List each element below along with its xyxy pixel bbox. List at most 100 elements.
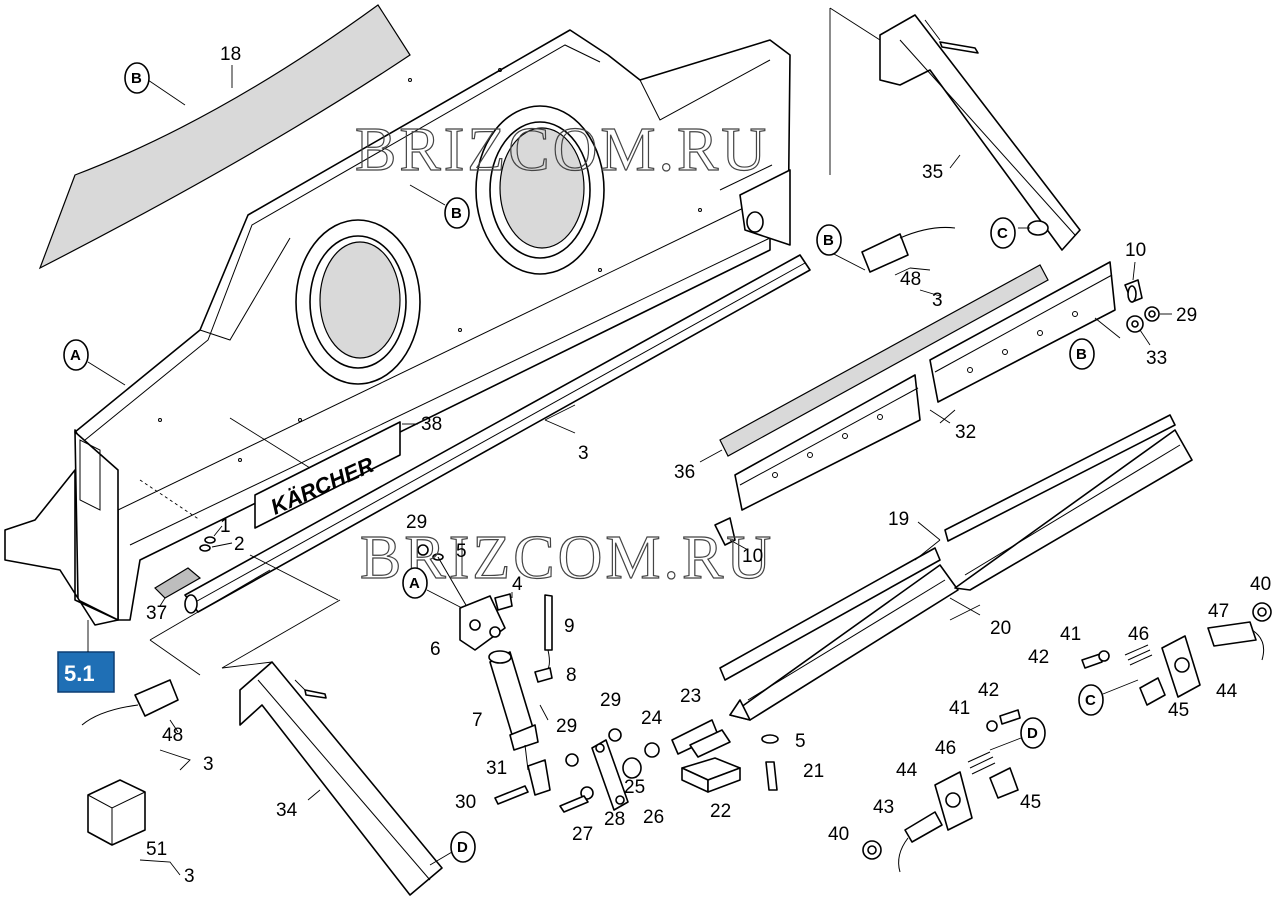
callout-d-leg-text: D	[457, 839, 468, 856]
label-29-lower-b: 29	[556, 716, 577, 737]
label-31: 31	[486, 758, 507, 779]
label-30: 30	[455, 792, 476, 813]
label-45-lower: 45	[1020, 792, 1041, 813]
label-48-lower: 48	[162, 725, 183, 746]
label-27: 27	[572, 824, 593, 845]
label-29-lower-a: 29	[600, 690, 621, 711]
callout-a-mech: A	[402, 567, 463, 609]
label-24: 24	[641, 708, 663, 729]
part-linkage-mechanism	[417, 544, 779, 813]
label-19: 19	[888, 509, 909, 530]
label-10-mid: 10	[742, 546, 763, 567]
label-33: 33	[1146, 348, 1167, 369]
label-4: 4	[512, 574, 523, 595]
label-42-right: 42	[1028, 647, 1049, 668]
part-18-seal-strip	[38, 4, 411, 270]
part-10-29-33-fittings	[1094, 261, 1172, 346]
label-41-right: 41	[1060, 624, 1081, 645]
label-35: 35	[922, 162, 943, 183]
label-26: 26	[643, 807, 664, 828]
label-32: 32	[955, 422, 976, 443]
label-1: 1	[220, 516, 231, 537]
label-9: 9	[564, 616, 575, 637]
label-18: 18	[220, 44, 241, 65]
callout-c-lower: C	[1078, 679, 1139, 716]
callout-b-top: B	[124, 62, 150, 94]
label-40-right: 40	[1250, 574, 1271, 595]
label-3-box: 3	[184, 866, 195, 887]
label-43: 43	[873, 797, 894, 818]
label-46-lower: 46	[935, 738, 956, 759]
label-leaders	[139, 289, 941, 876]
part-51-box	[87, 779, 146, 846]
label-3-lower: 3	[203, 754, 214, 775]
label-10-top: 10	[1125, 240, 1146, 261]
part-number-labels: 18 35 10 29 33 48 3 38 3 32 36 1 2 29 5 …	[146, 44, 1271, 887]
label-36: 36	[674, 462, 695, 483]
label-3-top: 3	[932, 290, 943, 311]
part-35-leg	[829, 7, 1081, 251]
callout-b-rail: B	[816, 224, 842, 256]
label-28: 28	[604, 809, 625, 830]
callout-a-left-text: A	[70, 347, 81, 364]
part-d-side-assembly	[862, 709, 1021, 873]
label-2: 2	[234, 534, 245, 555]
callout-b-right: B	[1069, 338, 1095, 370]
label-29-top: 29	[1176, 305, 1197, 326]
callout-c-upper-text: C	[997, 225, 1008, 242]
label-21: 21	[803, 761, 824, 782]
label-20: 20	[990, 618, 1011, 639]
callout-a-mech-text: A	[409, 575, 420, 592]
part-36-rubber-lip	[699, 264, 1049, 463]
label-34: 34	[276, 800, 298, 821]
label-5-mech: 5	[456, 541, 467, 562]
section-badge: 5.1	[57, 620, 115, 693]
label-45-right: 45	[1168, 700, 1189, 721]
part-1-2-screws	[199, 525, 233, 552]
part-19-20-squeegee-blades	[714, 414, 1193, 721]
label-3-rail: 3	[578, 443, 589, 464]
label-41-lower: 41	[949, 698, 970, 719]
callout-b-mid-text: B	[451, 205, 462, 222]
label-23: 23	[680, 686, 701, 707]
label-48-top: 48	[900, 269, 921, 290]
watermark-bottom: BRIZCOM.RU	[360, 524, 774, 592]
label-47: 47	[1208, 601, 1229, 622]
label-7: 7	[472, 710, 483, 731]
callout-b-rail-text: B	[823, 232, 834, 249]
label-51: 51	[146, 839, 167, 860]
section-badge-text: 5.1	[64, 661, 95, 686]
part-front-rail	[184, 254, 811, 614]
label-25: 25	[624, 777, 645, 798]
callout-c-upper: C	[990, 217, 1016, 249]
label-44-lower: 44	[896, 760, 918, 781]
callout-b-top-text: B	[131, 70, 142, 87]
label-6: 6	[430, 639, 441, 660]
label-8: 8	[566, 665, 577, 686]
label-46-right: 46	[1128, 624, 1149, 645]
watermark-top: BRIZCOM.RU	[355, 116, 769, 184]
part-32-blade-holders	[734, 261, 1116, 511]
label-29-mech: 29	[406, 512, 427, 533]
label-44-right: 44	[1216, 681, 1238, 702]
callout-a-left: A	[63, 339, 126, 386]
part-c-side-assembly	[1081, 602, 1272, 706]
callout-d-leg: D	[429, 831, 476, 866]
callout-d-right-text: D	[1027, 725, 1038, 742]
callout-d-right: D	[989, 717, 1046, 751]
part-37-bracket	[154, 567, 202, 607]
callout-c-lower-text: C	[1085, 692, 1096, 709]
callout-b-right-text: B	[1076, 346, 1087, 363]
label-40-lower: 40	[828, 824, 849, 845]
part-48-sensor-lower	[81, 679, 179, 733]
label-38: 38	[421, 414, 442, 435]
label-5-lower: 5	[795, 731, 806, 752]
label-22: 22	[710, 801, 731, 822]
callout-b-mid: B	[409, 184, 470, 229]
part-34-leg	[149, 554, 443, 896]
part-48-sensor-upper	[829, 227, 956, 276]
label-37: 37	[146, 603, 167, 624]
part-main-housing	[4, 29, 791, 626]
label-42-lower: 42	[978, 680, 999, 701]
